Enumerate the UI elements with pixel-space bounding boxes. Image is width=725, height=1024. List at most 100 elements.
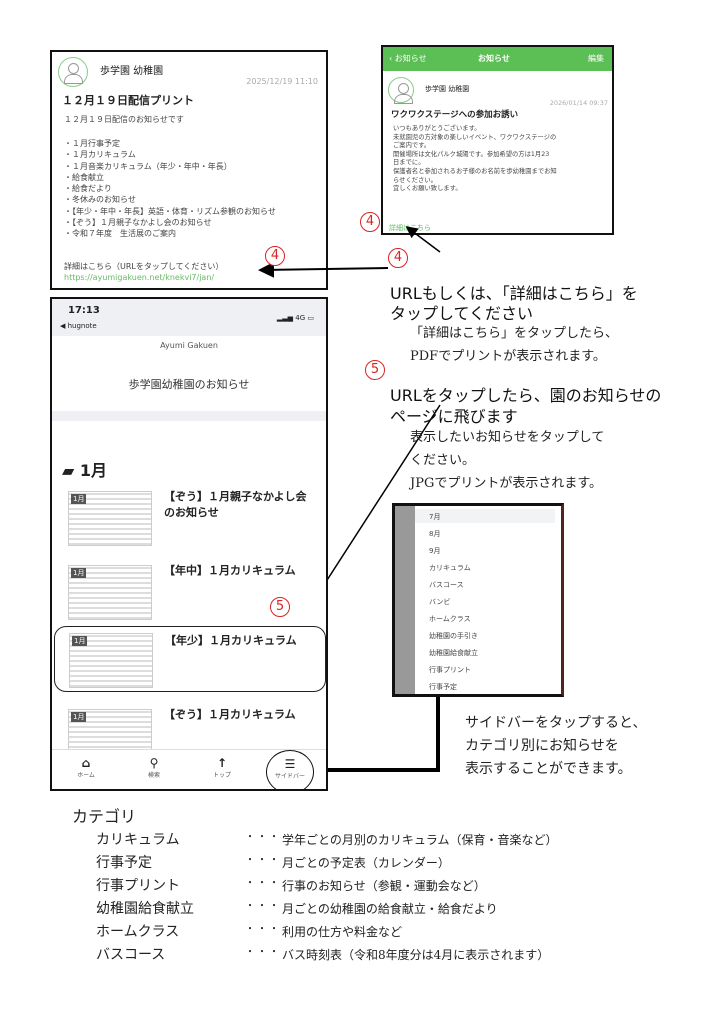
thumb-label: 1月	[71, 568, 87, 578]
list-item: ・１月カリキュラム	[64, 150, 136, 160]
sidebar-item[interactable]: ホームクラス	[429, 615, 471, 623]
arrow-up-icon: ↑	[216, 756, 228, 770]
step4-line1: URLもしくは、「詳細はこちら」を	[390, 284, 638, 303]
back-button[interactable]: ‹ お知らせ	[389, 54, 427, 63]
nav-label: 検索	[147, 772, 160, 779]
sidebar-item[interactable]: バスコース	[429, 581, 464, 589]
step-4-marker: 4	[265, 246, 285, 266]
category-name: 行事予定	[96, 855, 152, 871]
category-name: 幼稚園給食献立	[96, 901, 194, 917]
signal-indicator: ▂▃▅ 4G ▭	[276, 314, 314, 322]
arrow-to-detail-link	[405, 226, 441, 253]
list-item: ・冬休みのお知らせ	[64, 195, 136, 205]
list-item: ・給食だより	[64, 184, 112, 194]
sidebar-item[interactable]: カリキュラム	[429, 564, 471, 572]
divider	[52, 411, 326, 421]
ellipsis: ・・・	[245, 878, 281, 889]
step4-line2: タップしてください	[390, 304, 534, 323]
edit-button[interactable]: 編集	[588, 54, 604, 63]
list-item: ・令和７年度 生活展のご案内	[64, 229, 176, 239]
body-line: 保護者名と参加されるお子様のお名前を歩幼稚園までお知	[393, 167, 557, 175]
category-desc: 月ごとの幼稚園の給食献立・給食だより	[282, 902, 498, 916]
app-header: ‹ お知らせ お知らせ 編集	[383, 47, 612, 71]
avatar-icon	[388, 77, 414, 104]
school-name: 歩学園 幼稚園	[425, 85, 470, 93]
sidebar-item[interactable]: バンビ	[429, 598, 451, 606]
body-line: ご案内です。	[393, 142, 431, 150]
note-line: 表示することができます。	[465, 761, 632, 777]
step-4-marker: 4	[360, 212, 380, 232]
category-name: カリキュラム	[96, 832, 180, 848]
header-title: お知らせ	[478, 54, 510, 63]
page-title: 歩学園幼稚園のお知らせ	[128, 378, 250, 391]
detail-label: 詳細はこちら（URLをタップしてください）	[64, 262, 224, 271]
home-icon: ⌂	[81, 756, 91, 770]
bottom-nav: ⌂ ホーム ⚲ 検索 ↑ トップ ☰ サイドバー	[52, 749, 326, 789]
step5-note3: JPGでプリントが表示されます。	[410, 476, 603, 491]
dimmed-background	[395, 506, 415, 694]
note-line: カテゴリ別にお知らせを	[465, 738, 619, 754]
selected-row	[415, 509, 555, 523]
nav-top[interactable]: ↑ トップ	[202, 756, 242, 779]
list-item: ・１月行事予定	[64, 139, 120, 148]
category-desc: 利用の仕方や料金など	[282, 925, 403, 939]
sidebar-item[interactable]: 8月	[429, 530, 441, 538]
categories-heading: カテゴリ	[72, 807, 137, 826]
list-item: ・【ぞう】１月親子なかよし会のお知らせ	[64, 218, 212, 228]
step4-note2: PDFでプリントが表示されます。	[410, 349, 606, 364]
body-line: 宜しくお願い致します。	[393, 185, 462, 193]
search-icon: ⚲	[149, 756, 159, 770]
step4-note1: 「詳細はこちら」をタップしたら、	[410, 326, 619, 341]
post-thumbnail: 1月	[68, 491, 152, 546]
thumb-label: 1月	[72, 636, 88, 646]
post-item[interactable]: 1月【ぞう】１月親子なかよし会のお知らせ	[52, 489, 326, 549]
category-name: 行事プリント	[96, 878, 180, 894]
ellipsis: ・・・	[245, 855, 281, 866]
post-thumbnail: 1月	[68, 565, 152, 620]
step5-line1: URLをタップしたら、園のお知らせの	[390, 386, 662, 405]
back-label: お知らせ	[394, 54, 427, 63]
step5-note1: 表示したいお知らせをタップして	[410, 430, 605, 445]
sidebar-note: サイドバーをタップすると、 カテゴリ別にお知らせを 表示することができます。	[465, 712, 646, 781]
ellipsis: ・・・	[245, 832, 281, 843]
post-title: 【ぞう】１月カリキュラム	[164, 708, 296, 721]
sidebar-screenshot: 7月 8月 9月 カリキュラム バスコース バンビ ホームクラス 幼稚園の手引き…	[392, 503, 564, 697]
post-thumbnail: 1月	[69, 633, 153, 688]
ellipsis: ・・・	[245, 901, 281, 912]
sidebar-icon: ☰	[284, 757, 296, 771]
nav-search[interactable]: ⚲ 検索	[134, 756, 174, 779]
nav-label: ホーム	[77, 772, 95, 779]
ellipsis: ・・・	[245, 947, 281, 958]
category-desc: 学年ごとの月別のカリキュラム（保育・音楽など）	[282, 833, 558, 847]
post-title: 【年中】１月カリキュラム	[164, 564, 296, 577]
category-desc: バス時刻表（令和8年度分は4月に表示されます）	[282, 948, 550, 962]
sidebar-item[interactable]: 9月	[429, 547, 441, 555]
sidebar-item[interactable]: 7月	[429, 513, 441, 521]
avatar-icon	[58, 57, 88, 87]
post-date: 2025/12/19 11:10	[246, 77, 318, 86]
category-desc: 月ごとの予定表（カレンダー）	[282, 856, 450, 870]
school-name: 歩学園 幼稚園	[100, 66, 164, 77]
step5-line2: ページに飛びます	[390, 407, 518, 426]
sidebar-item[interactable]: 行事プリント	[429, 666, 471, 674]
step-5-marker: 5	[365, 360, 385, 380]
nav-sidebar[interactable]: ☰ サイドバー	[266, 750, 314, 789]
post-title: ワクワクステージへの参加お誘い	[391, 110, 519, 120]
post-body: いつもありがとうございます。 未就園児の方対象の楽しいイベント、ワクワクステージ…	[393, 125, 557, 194]
back-to-app-link[interactable]: ◀ hugnote	[60, 322, 97, 330]
post-screenshot-2: ‹ お知らせ お知らせ 編集 歩学園 幼稚園 2026/01/14 09:37 …	[381, 45, 614, 235]
folder-heading: ▰ 1月	[62, 457, 107, 481]
step5-note2: ください。	[410, 453, 476, 468]
post-item-highlighted[interactable]: 1月【年少】１月カリキュラム	[54, 626, 326, 692]
post-item[interactable]: 1月 【年中】１月カリキュラム	[52, 563, 326, 623]
body-line: 未就園児の方対象の楽しいイベント、ワクワクステージの	[393, 133, 557, 141]
nav-home[interactable]: ⌂ ホーム	[66, 756, 106, 779]
step-5-marker: 5	[270, 597, 290, 617]
nav-label: トップ	[212, 772, 231, 779]
sidebar-item[interactable]: 幼稚園の手引き	[429, 632, 478, 640]
sidebar-item[interactable]: 行事予定	[429, 683, 457, 691]
nav-label: サイドバー	[274, 773, 305, 780]
sidebar-item[interactable]: 幼稚園給食献立	[429, 649, 478, 657]
post-url-link[interactable]: https://ayumigakuen.net/knekvi7/jan/	[64, 273, 215, 282]
body-line: 開催場所は文化パルク城陽です。参加希望の方は1月23	[393, 150, 550, 158]
